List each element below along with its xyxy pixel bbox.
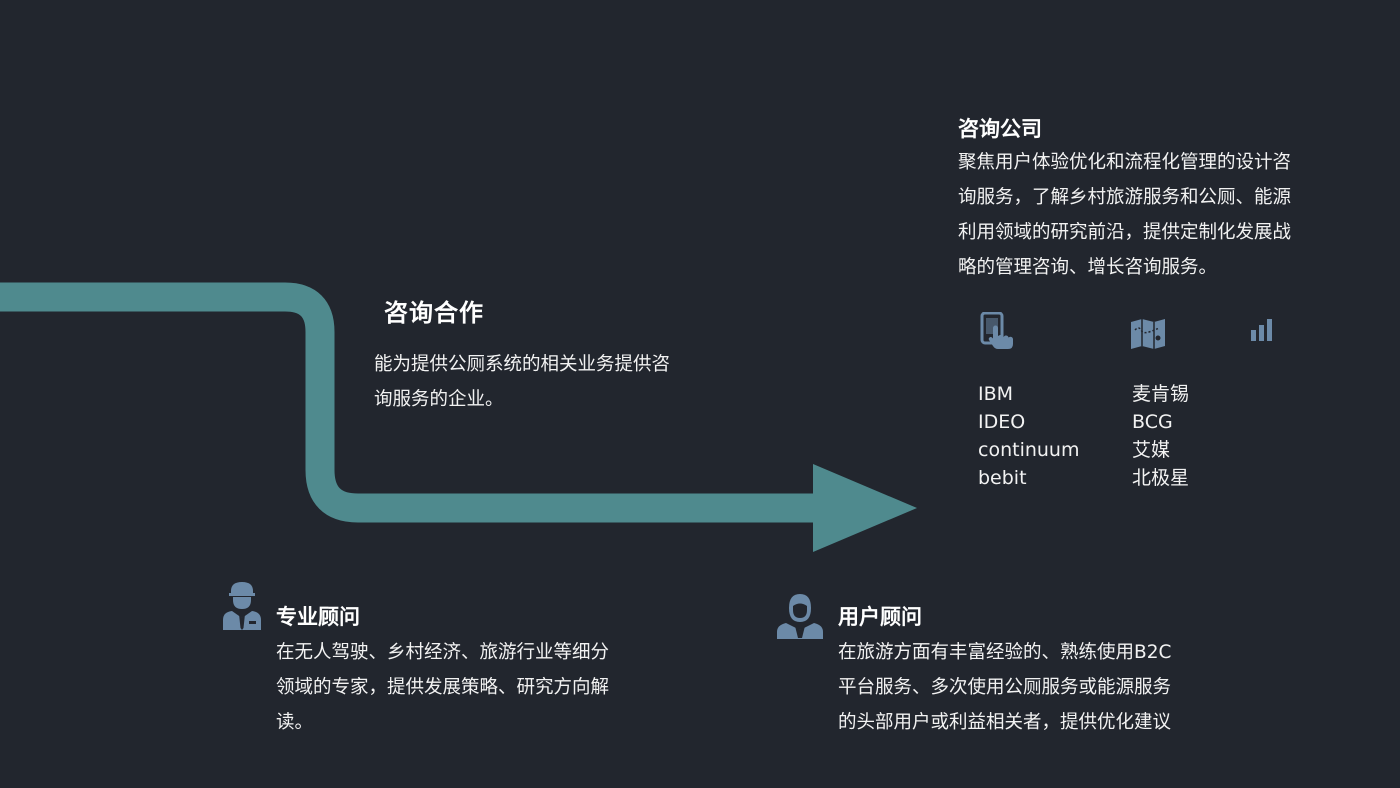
bar-chart-icon <box>1251 319 1272 341</box>
cooperation-line: 能为提供公厕系统的相关业务提供咨 <box>374 354 671 375</box>
company-name: bebit <box>978 467 1027 489</box>
expert-title: 专业顾问 <box>276 605 360 629</box>
map-icon <box>1131 319 1165 349</box>
cooperation-description: 能为提供公厕系统的相关业务提供咨 询服务的企业。 <box>374 347 670 417</box>
user-line: 的头部用户或利益相关者，提供优化建议 <box>838 712 1172 733</box>
expert-line: 读。 <box>276 712 314 733</box>
touch-phone-icon <box>980 312 1013 349</box>
expert-line: 在无人驾驶、乡村经济、旅游行业等细分 <box>276 642 610 663</box>
expert-description: 在无人驾驶、乡村经济、旅游行业等细分 领域的专家，提供发展策略、研究方向解 读。 <box>276 635 609 740</box>
company-name: continuum <box>978 439 1080 461</box>
company-names-right: 麦肯锡 BCG 艾媒 北极星 <box>1132 380 1189 492</box>
flow-arrow-head <box>813 464 917 552</box>
company-line: 利用领域的研究前沿，提供定制化发展战 <box>958 222 1292 243</box>
company-line: 询服务，了解乡村旅游服务和公厕、能源 <box>958 187 1292 208</box>
user-person-icon <box>777 594 823 639</box>
company-name: BCG <box>1132 411 1173 433</box>
flow-arrow-path <box>0 282 815 523</box>
expert-line: 领域的专家，提供发展策略、研究方向解 <box>276 677 610 698</box>
company-name: 艾媒 <box>1132 439 1171 461</box>
company-description: 聚焦用户体验优化和流程化管理的设计咨 询服务，了解乡村旅游服务和公厕、能源 利用… <box>958 145 1291 285</box>
user-title: 用户顾问 <box>838 605 922 629</box>
user-description: 在旅游方面有丰富经验的、熟练使用B2C 平台服务、多次使用公厕服务或能源服务 的… <box>838 635 1171 740</box>
company-name: 麦肯锡 <box>1132 383 1190 405</box>
cooperation-line: 询服务的企业。 <box>374 389 504 410</box>
user-line: 在旅游方面有丰富经验的、熟练使用B2C <box>838 642 1172 663</box>
user-line: 平台服务、多次使用公厕服务或能源服务 <box>838 677 1172 698</box>
company-name: IBM <box>978 383 1014 405</box>
company-name: IDEO <box>978 411 1026 433</box>
company-name: 北极星 <box>1132 467 1190 489</box>
company-names-left: IBM IDEO continuum bebit <box>978 380 1079 492</box>
company-line: 聚焦用户体验优化和流程化管理的设计咨 <box>958 152 1292 173</box>
company-line: 略的管理咨询、增长咨询服务。 <box>958 257 1218 278</box>
company-title: 咨询公司 <box>958 117 1042 141</box>
cooperation-title: 咨询合作 <box>384 299 484 327</box>
expert-person-icon <box>223 582 261 630</box>
